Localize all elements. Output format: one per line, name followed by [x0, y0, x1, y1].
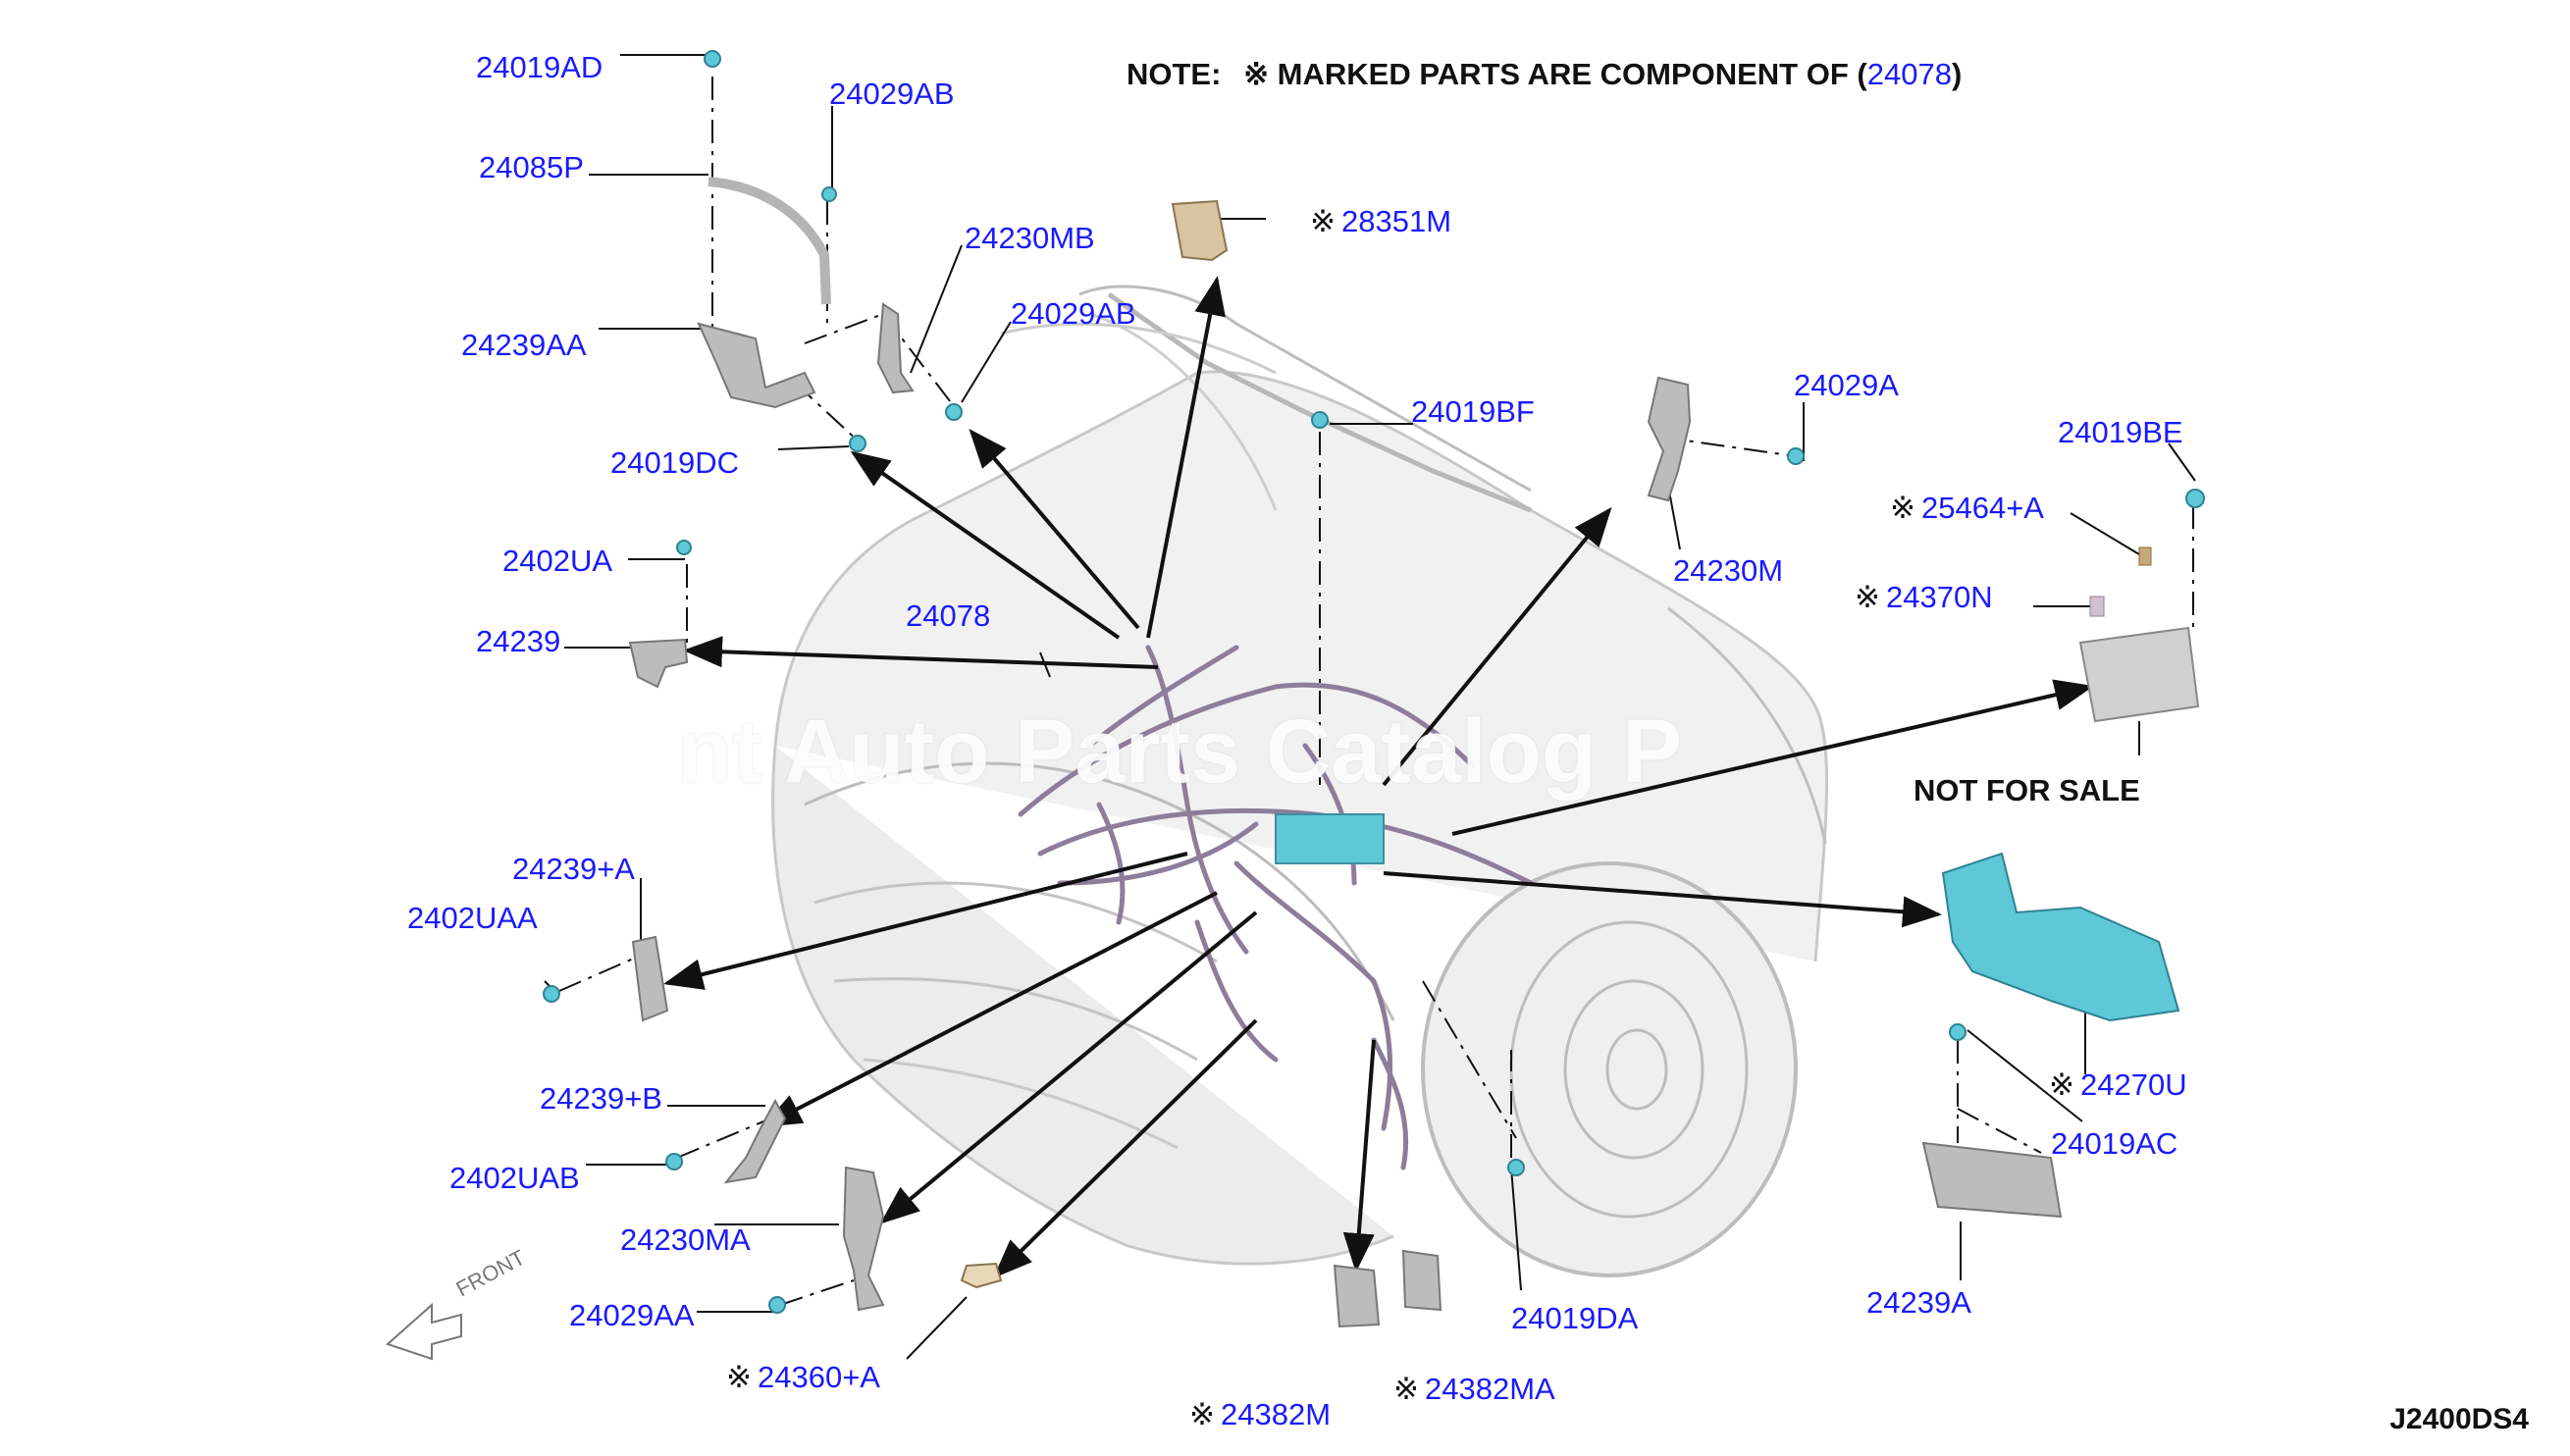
bolts	[543, 50, 2205, 1314]
part-label-2402UAA[interactable]: 2402UAA	[407, 901, 538, 935]
note-text: MARKED PARTS ARE COMPONENT OF (	[1277, 57, 1867, 91]
vehicle-ghost	[771, 285, 1829, 1266]
part-label-24382M[interactable]: ※24382M	[1189, 1399, 1331, 1430]
part-label-24239A[interactable]: 24239A	[1866, 1285, 1971, 1320]
component-mark-icon: ※	[1855, 580, 1880, 614]
front-arrow-icon: FRONT	[386, 1245, 530, 1361]
arrows	[663, 276, 2094, 1278]
part-label-24029A[interactable]: 24029A	[1794, 368, 1899, 402]
module-28351M	[1171, 199, 1229, 262]
part-label-24239-B[interactable]: 24239+B	[540, 1081, 662, 1116]
component-mark-icon: ※	[726, 1360, 752, 1394]
part-label-24382MA[interactable]: ※24382MA	[1393, 1374, 1555, 1404]
part-label-2402UAB[interactable]: 2402UAB	[449, 1161, 580, 1195]
part-label-24019BF[interactable]: 24019BF	[1411, 394, 1535, 429]
connector-24360	[960, 1262, 1003, 1289]
brackets	[628, 302, 2063, 1328]
front-wheel	[1421, 861, 1798, 1277]
part-label-24019DC[interactable]: 24019DC	[610, 445, 739, 480]
part-label-24239-A[interactable]: 24239+A	[512, 852, 635, 886]
relay-box-center	[1275, 813, 1385, 864]
note-suffix: )	[1951, 57, 1963, 91]
part-label-text: 25464+A	[1920, 491, 2044, 525]
part-label-24370N[interactable]: ※24370N	[1855, 582, 1993, 612]
part-label-24085P[interactable]: 24085P	[479, 150, 584, 184]
part-label-28351M[interactable]: ※28351M	[1310, 206, 1451, 236]
part-label-24270U[interactable]: ※24270U	[2049, 1069, 2187, 1100]
part-label-24019DA[interactable]: 24019DA	[1511, 1301, 1639, 1335]
part-label-24078[interactable]: 24078	[906, 598, 991, 633]
note-mark: ※	[1243, 57, 1270, 91]
fuse-24370N	[2089, 596, 2105, 617]
diagram-code: J2400DS4	[2389, 1403, 2529, 1435]
part-label-24029AA[interactable]: 24029AA	[569, 1298, 695, 1332]
note-header: NOTE: ※ MARKED PARTS ARE COMPONENT OF (2…	[1127, 59, 1962, 89]
front-label: FRONT	[452, 1245, 530, 1302]
part-label-24019BE[interactable]: 24019BE	[2058, 415, 2183, 449]
fuse-block	[2078, 626, 2200, 723]
fuse-25464	[2138, 546, 2152, 566]
part-label-24019AC[interactable]: 24019AC	[2051, 1126, 2178, 1161]
note-prefix: NOTE:	[1127, 57, 1222, 91]
not-for-sale-label: NOT FOR SALE	[1914, 773, 2140, 807]
component-mark-icon: ※	[1890, 491, 1915, 525]
watermark: nt Auto Parts Catalog P	[677, 702, 1682, 802]
part-label-24029AB-upper[interactable]: 24029AB	[829, 77, 955, 111]
part-label-2402UA[interactable]: 2402UA	[502, 544, 613, 578]
part-label-24230MB[interactable]: 24230MB	[965, 221, 1095, 255]
part-label-24230M[interactable]: 24230M	[1673, 553, 1784, 588]
component-mark-icon: ※	[1310, 204, 1336, 238]
part-label-24239AA[interactable]: 24239AA	[461, 328, 587, 362]
part-label-25464-A[interactable]: ※25464+A	[1890, 493, 2044, 523]
harness-24270U	[1941, 852, 2180, 1022]
component-mark-icon: ※	[1189, 1397, 1215, 1431]
part-label-text: 24382M	[1220, 1397, 1332, 1431]
part-label-text: 24360+A	[757, 1360, 880, 1394]
ground-cable-24085P	[708, 177, 831, 305]
part-label-24019AD[interactable]: 24019AD	[476, 50, 603, 84]
part-label-24029AB-lower[interactable]: 24029AB	[1011, 296, 1136, 331]
part-label-text: 24382MA	[1424, 1372, 1555, 1406]
part-label-text: 24370N	[1885, 580, 1993, 614]
component-mark-icon: ※	[1393, 1372, 1419, 1406]
part-label-24360-A[interactable]: ※24360+A	[726, 1362, 880, 1392]
note-part-link[interactable]: 24078	[1866, 57, 1952, 91]
part-label-24230MA[interactable]: 24230MA	[620, 1222, 751, 1257]
part-label-24239[interactable]: 24239	[476, 624, 561, 658]
part-label-text: 28351M	[1340, 204, 1452, 238]
component-mark-icon: ※	[2049, 1067, 2074, 1102]
part-label-text: 24270U	[2079, 1067, 2187, 1102]
